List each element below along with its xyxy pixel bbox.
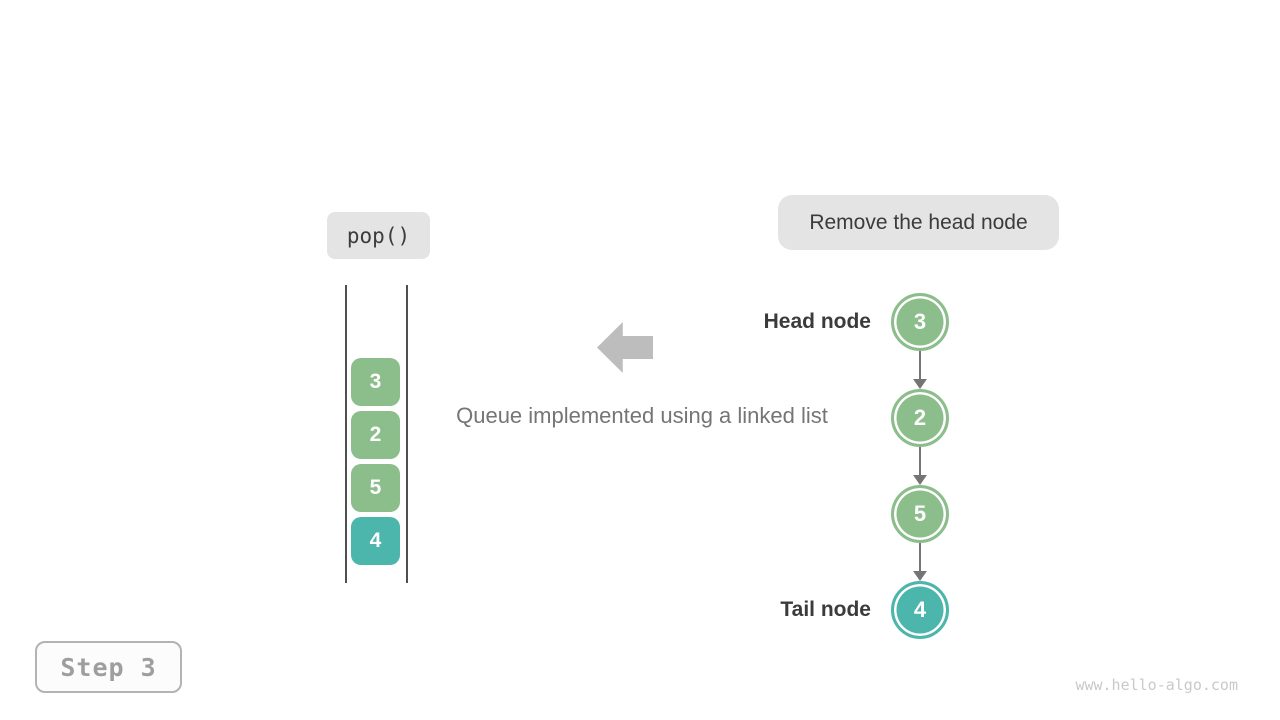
list-node: 3 [891, 293, 949, 351]
queue-item: 5 [351, 464, 400, 512]
queue-item-value: 5 [369, 476, 382, 499]
arrow-line [918, 351, 922, 380]
queue-item: 2 [351, 411, 400, 459]
caption-text: Queue implemented using a linked list [456, 403, 828, 428]
queue-item-value: 2 [369, 423, 382, 446]
step-label: Step 3 [60, 652, 157, 682]
arrow-left-icon [597, 322, 653, 373]
arrow-line [918, 447, 922, 476]
annotation-label: Remove the head node [809, 210, 1028, 234]
queue-item: 4 [351, 517, 400, 565]
list-node-value: 5 [913, 501, 927, 526]
arrow-head [913, 379, 927, 389]
tail-node-label: Tail node [780, 598, 871, 621]
operation-label: pop() [346, 223, 411, 248]
queue-item-value: 4 [369, 529, 382, 552]
list-node-value: 2 [913, 405, 927, 430]
operation-badge: pop() [327, 212, 430, 259]
queue-item: 3 [351, 358, 400, 406]
queue-item-value: 3 [369, 370, 382, 393]
list-node-value: 3 [913, 309, 927, 334]
step-badge: Step 3 [35, 641, 182, 693]
list-node: 4 [891, 581, 949, 639]
arrow-line [918, 543, 922, 572]
arrow-head [913, 571, 927, 581]
watermark: www.hello-algo.com [1075, 676, 1238, 694]
arrow-down-icon [913, 543, 927, 581]
head-node-label: Head node [763, 310, 871, 333]
list-node-value: 4 [913, 597, 927, 622]
list-node: 5 [891, 485, 949, 543]
list-node: 2 [891, 389, 949, 447]
arrow-down-icon [913, 447, 927, 485]
arrow-head [913, 475, 927, 485]
arrow-down-icon [913, 351, 927, 389]
annotation-badge: Remove the head node [778, 195, 1059, 250]
queue-left-wall [345, 285, 347, 583]
queue-right-wall [406, 285, 408, 583]
